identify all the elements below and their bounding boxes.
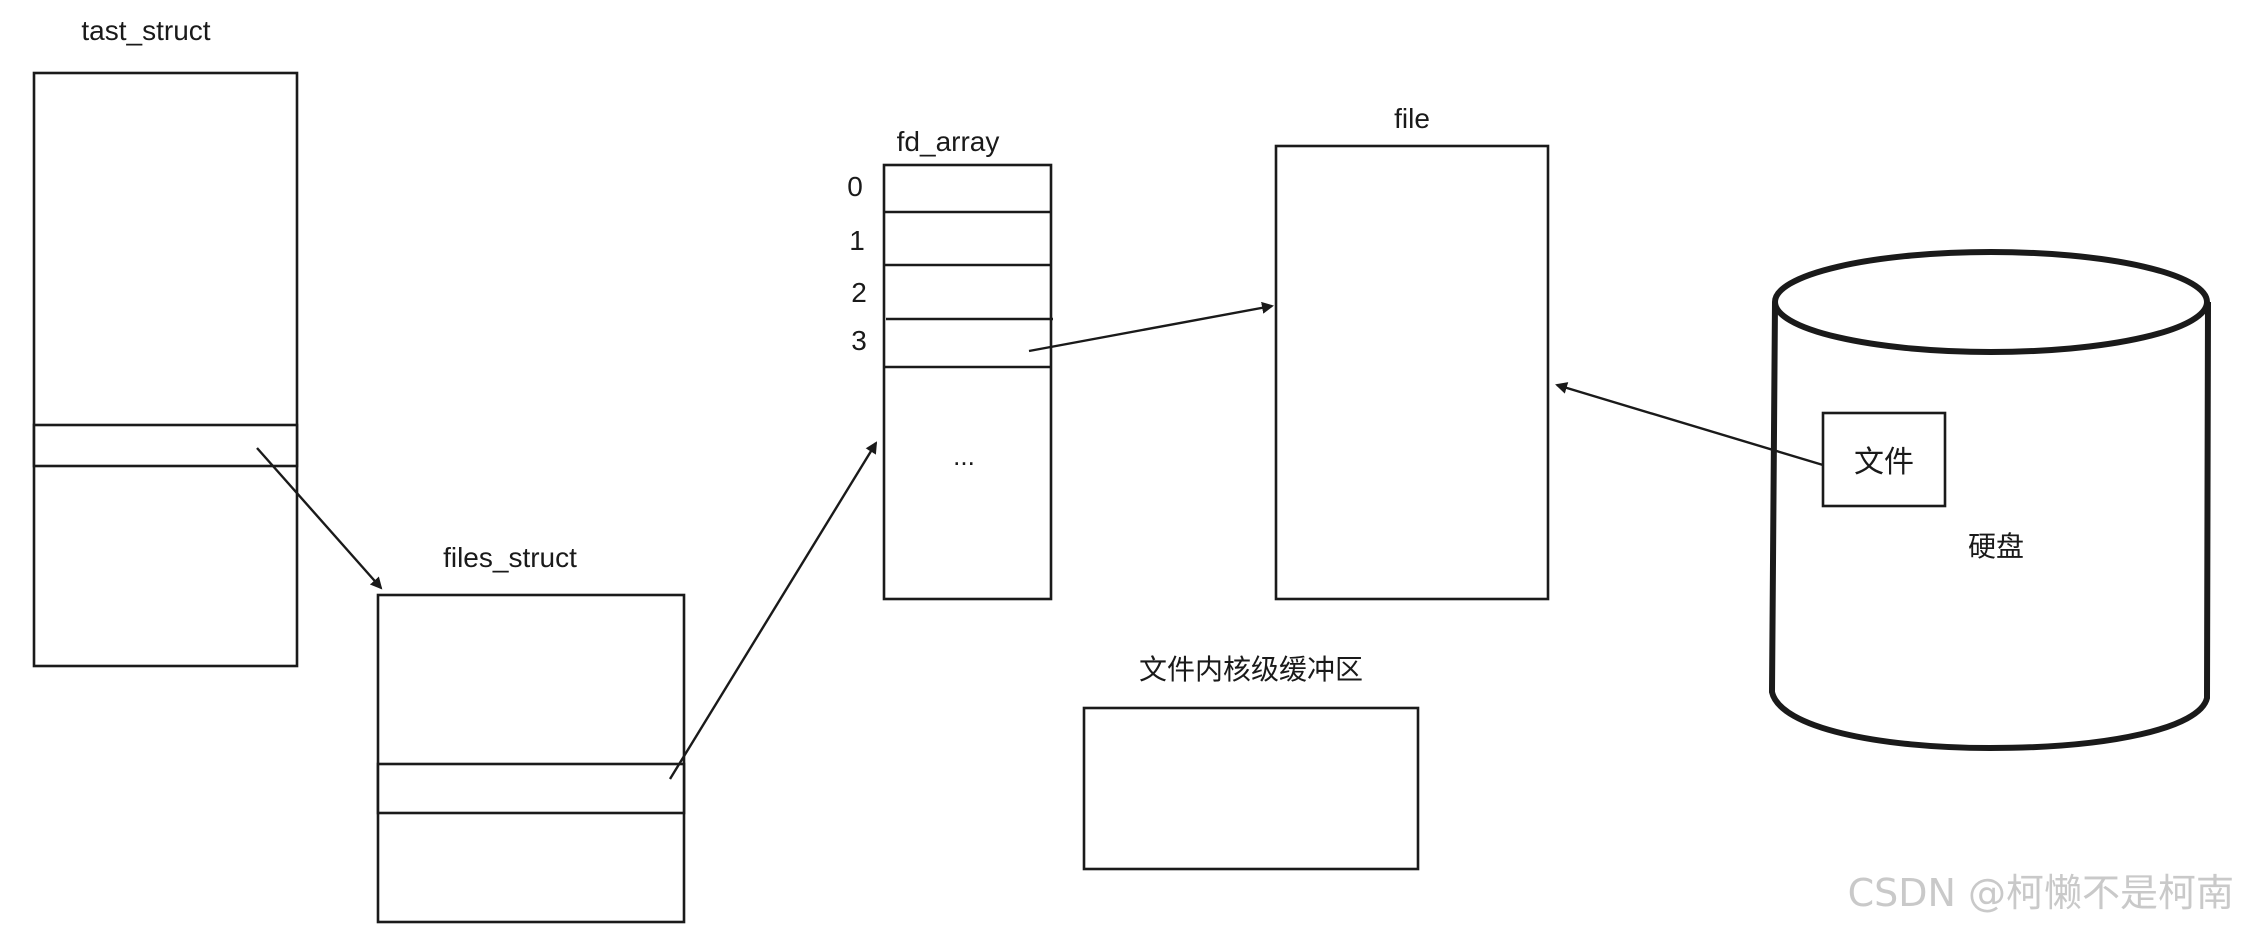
file-box	[1274, 144, 1550, 601]
watermark: CSDN @柯懒不是柯南	[1848, 871, 2234, 915]
fd-array-box	[882, 163, 1053, 601]
files-struct-label: files_struct	[443, 542, 577, 573]
fd-index-1: 1	[849, 225, 865, 256]
disk-label: 硬盘	[1968, 531, 2024, 562]
task-struct-label: tast_struct	[81, 15, 210, 46]
task-struct-files-field	[32, 423, 299, 468]
file-label: file	[1394, 103, 1430, 134]
disk-top	[1772, 249, 2210, 355]
arrow-files-struct-to-fd-array	[668, 441, 878, 780]
files-struct-box	[376, 593, 686, 924]
disk-body	[1768, 301, 2211, 752]
fd-index-2: 2	[851, 277, 867, 308]
fd-array-ellipsis: ...	[953, 441, 975, 471]
fd-array-label: fd_array	[897, 126, 1000, 157]
arrow-fd3-to-file	[1028, 301, 1274, 353]
arrow-task-to-files-struct	[256, 447, 383, 590]
disk-file-label: 文件	[1854, 446, 1914, 479]
arrow-disk-file-to-file	[1555, 382, 1824, 467]
task-struct-box	[32, 71, 299, 668]
disk-file-box	[1821, 411, 1947, 508]
files-struct-fd-array-field	[376, 762, 686, 815]
kernel-buffer-box	[1082, 706, 1420, 871]
fd-index-0: 0	[847, 171, 863, 202]
fd-index-3: 3	[851, 325, 867, 356]
kernel-buffer-label: 文件内核级缓冲区	[1139, 654, 1363, 685]
